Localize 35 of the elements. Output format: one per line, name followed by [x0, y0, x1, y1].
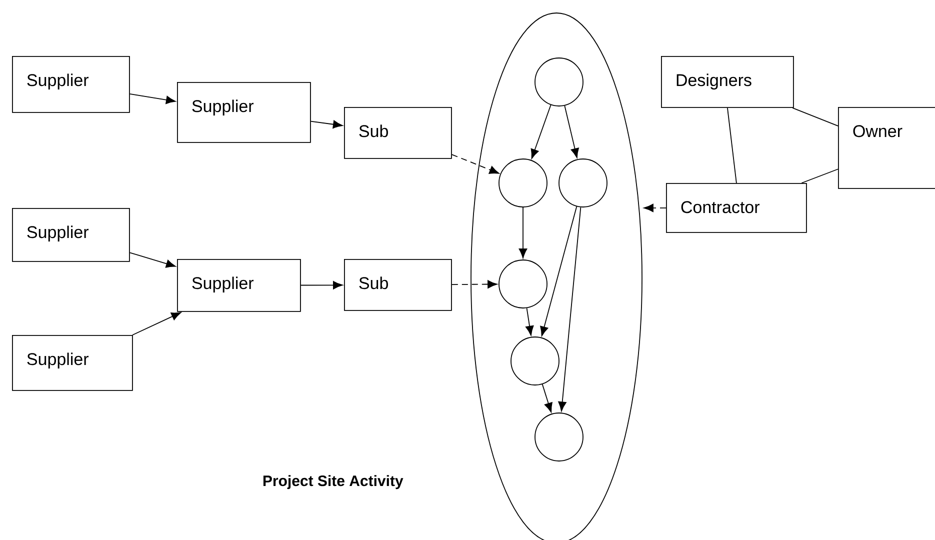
arrow: [129, 252, 176, 268]
box: Sub: [344, 107, 452, 159]
arrow: [526, 308, 534, 336]
circle: [510, 336, 560, 386]
arrow: [310, 120, 343, 128]
circle: [498, 260, 548, 308]
connector-line: [727, 107, 737, 184]
box: Supplier: [177, 259, 301, 312]
ellipse-label: Project Site Activity: [263, 475, 404, 490]
arrow: [540, 206, 578, 336]
box: Owner: [838, 107, 935, 189]
box: Supplier: [177, 82, 311, 143]
arrow: [644, 204, 666, 212]
connector-line: [801, 168, 838, 184]
arrow: [564, 105, 579, 158]
box: Supplier: [12, 335, 133, 391]
arrow: [558, 206, 582, 412]
arrow: [518, 207, 528, 258]
circle: [498, 158, 548, 208]
arrow: [451, 154, 500, 174]
box: Designers: [661, 56, 794, 108]
circle: [558, 158, 608, 208]
arrow: [300, 281, 343, 290]
connector-line: [792, 107, 838, 126]
circle: [534, 412, 584, 462]
arrow: [542, 384, 552, 412]
box: Supplier: [12, 56, 130, 113]
box: Contractor: [666, 183, 807, 233]
box: Sub: [344, 259, 452, 311]
circle: [534, 58, 584, 106]
arrow: [451, 280, 498, 288]
arrow: [132, 312, 182, 336]
box: Supplier: [12, 208, 130, 262]
arrow: [129, 94, 176, 104]
arrow: [530, 104, 552, 159]
